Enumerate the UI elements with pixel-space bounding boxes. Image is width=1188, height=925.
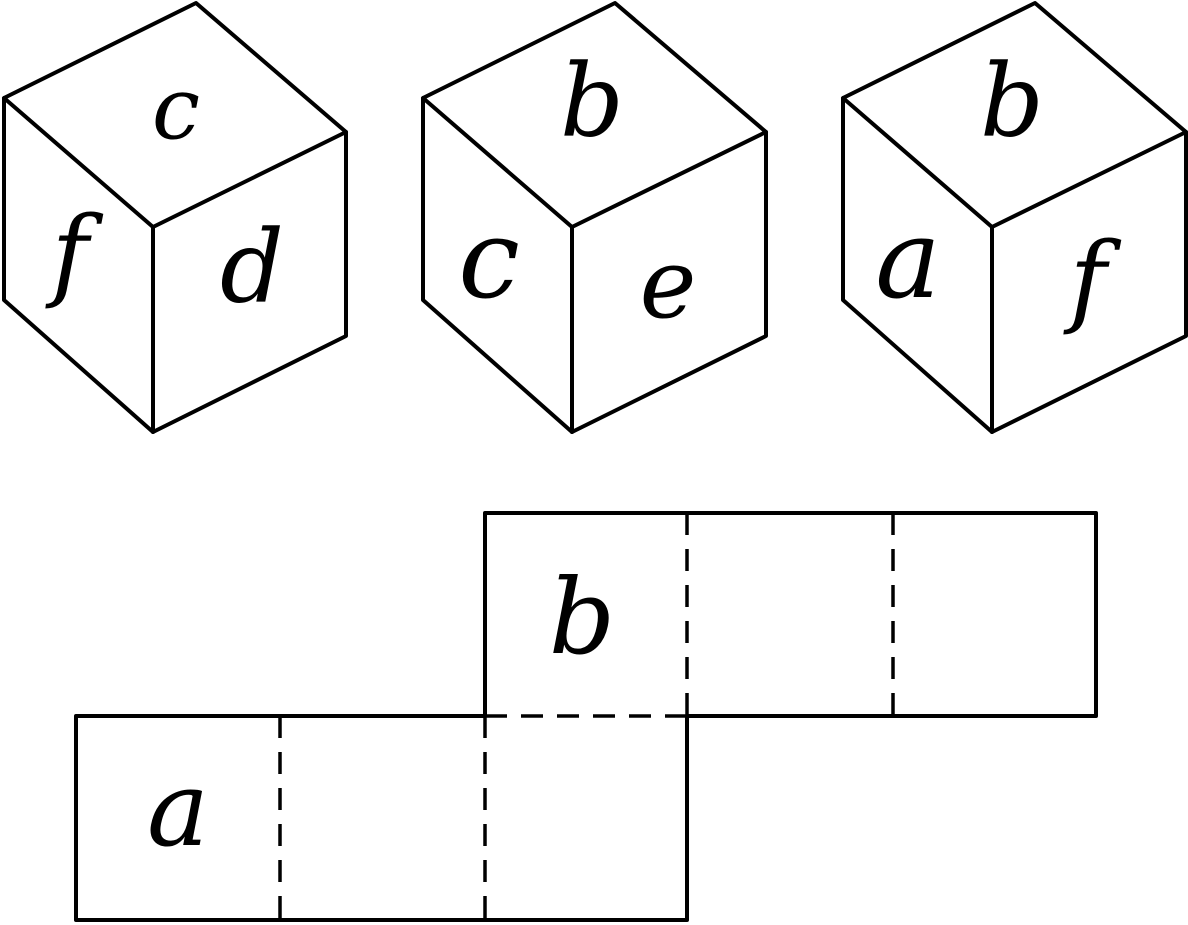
cube-2-left-face: c	[458, 195, 520, 323]
cube-1-left-face: f	[44, 195, 103, 312]
net-outline	[74, 511, 1098, 922]
cube-3: b a f	[841, 1, 1188, 434]
cube-3-left-face: a	[875, 195, 941, 323]
cube-3-right-face: f	[1062, 221, 1121, 338]
net-face-b: b	[549, 556, 616, 678]
cube-3-outline	[841, 1, 1188, 434]
cube-1-outline	[2, 1, 348, 434]
net-face-a: a	[147, 748, 209, 870]
cube-2-right-face: e	[640, 228, 697, 340]
cube-2-outline	[421, 1, 768, 434]
cube-1-right-face: d	[220, 209, 284, 326]
cube-3-top-face: b	[980, 43, 1044, 160]
cube-net: a b	[74, 511, 1098, 922]
cube-1: c f d	[2, 1, 348, 434]
cube-2: b c e	[421, 1, 768, 434]
cube-2-top-face: b	[560, 43, 624, 160]
cube-1-top-face: c	[152, 60, 200, 160]
